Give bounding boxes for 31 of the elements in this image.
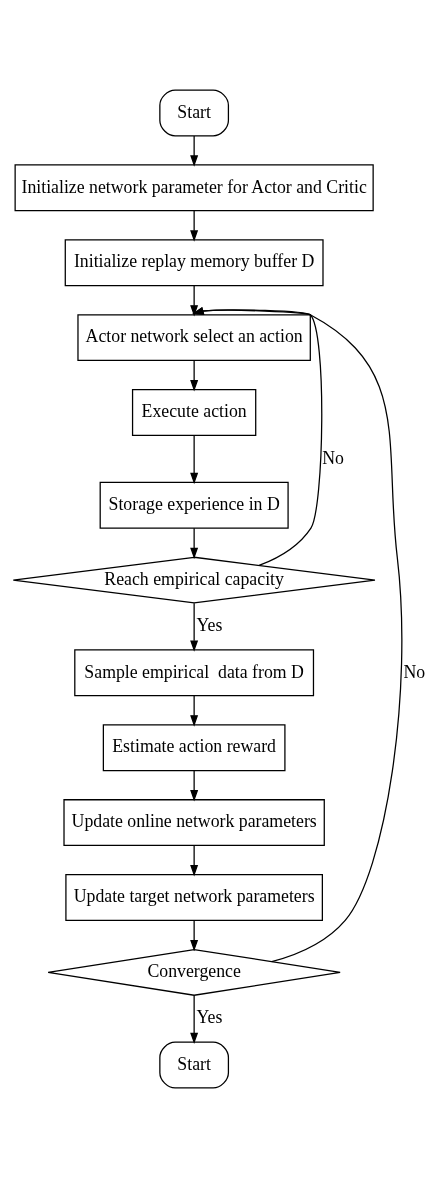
edge-label: No [322, 447, 345, 468]
arrow [190, 527, 199, 559]
node-box: Initialize replay memory buffer D [64, 238, 324, 286]
node-box: Start [159, 88, 230, 136]
arrow [192, 306, 323, 566]
arrow [192, 306, 403, 962]
arrow [190, 769, 199, 802]
arrow [190, 994, 199, 1044]
node-box: Storage experience in D [99, 481, 289, 529]
node-diamond: Convergence [47, 948, 341, 996]
node-diamond: Reach empirical capacity [12, 556, 376, 604]
node-box: Start [159, 1041, 230, 1089]
arrow [190, 602, 199, 652]
arrow [190, 919, 199, 951]
node-box: Actor network select an action [77, 313, 311, 361]
arrow [190, 694, 199, 727]
arrow [190, 359, 199, 391]
node-box: Sample empirical data from D [74, 648, 315, 696]
node-box: Estimate action reward [102, 723, 286, 771]
arrow [190, 209, 199, 242]
arrow [190, 434, 199, 484]
edge-label: Yes [196, 614, 223, 635]
node-box: Execute action [131, 388, 257, 436]
arrow [190, 844, 199, 876]
node-box: Initialize network parameter for Actor and Critic [14, 163, 374, 211]
arrow [190, 134, 199, 167]
node-box: Update online network parameters [63, 798, 325, 846]
edge-label: Yes [196, 1006, 223, 1027]
arrow [190, 284, 199, 317]
node-box: Update target network parameters [65, 873, 323, 921]
edge-label: No [403, 660, 426, 681]
